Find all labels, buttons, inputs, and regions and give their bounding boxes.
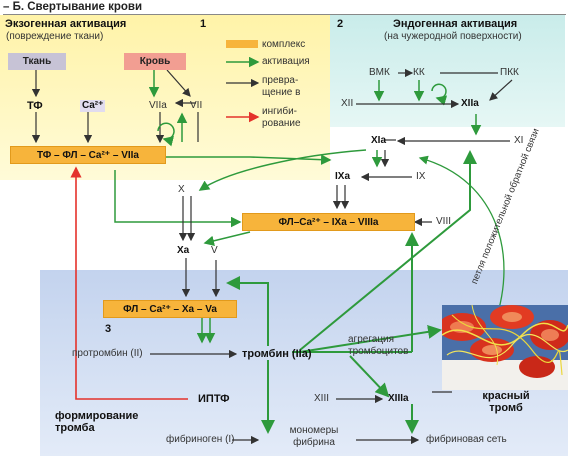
intrinsic-panel: [330, 15, 565, 127]
bmk-label: ВМК: [369, 67, 390, 78]
platelet-aggregation-label: агрегация тромбоцитов: [348, 334, 409, 357]
legend-activation: активация: [262, 56, 310, 67]
xiiia-label: XIIIa: [388, 393, 409, 404]
thrombus-photo: [442, 305, 568, 390]
intrinsic-title: Эндогенная активация: [393, 18, 518, 30]
legend-complex-swatch: [226, 40, 258, 48]
xia-label: XIa: [371, 135, 387, 146]
ix-label: IX: [416, 171, 426, 182]
legend-conversion: превра- щение в: [262, 75, 301, 98]
tf-complex: ТФ – ФЛ – Ca²⁺ – VIIa: [10, 146, 166, 164]
kk-label: КК: [413, 67, 425, 78]
thrombin-label: тромбин (IIa): [242, 348, 312, 360]
prothrombin-label: протромбин (II): [72, 348, 143, 359]
intrinsic-subtitle: (на чужеродной поверхности): [384, 31, 522, 42]
extrinsic-title: Экзогенная активация: [5, 18, 127, 30]
xii-label: XII: [341, 98, 354, 109]
legend-inhibition: ингиби- рование: [262, 106, 301, 129]
thrombus-image: [442, 305, 568, 390]
tenase-complex: ФЛ–Ca²⁺ – IXa – VIIIa: [242, 213, 415, 231]
viia-label: VIIa: [149, 100, 167, 111]
thrombus-formation-label: формирование тромба: [55, 410, 139, 434]
pkk-label: ПКК: [500, 67, 519, 78]
ixa-label: IXa: [335, 171, 351, 182]
xi-label: XI: [514, 135, 524, 146]
prothrombinase-complex: ФЛ – Ca²⁺ – Xa – Va: [103, 300, 237, 318]
extrinsic-subtitle: (повреждение ткани): [6, 31, 104, 42]
tissue-box: Ткань: [8, 53, 66, 70]
fibrin-monomers-label: мономеры фибрина: [289, 425, 339, 448]
fibrinogen-label: фибриноген (I): [166, 434, 235, 445]
tf-label: ТФ: [27, 100, 43, 112]
header-rule: [3, 14, 566, 15]
xa-label: Xa: [177, 245, 190, 256]
x-label: X: [178, 184, 185, 195]
section-title: – Б. Свертывание крови: [3, 1, 143, 13]
blood-box: Кровь: [124, 53, 186, 70]
v-label: V: [211, 245, 218, 256]
xiii-label: XIII: [314, 393, 330, 404]
legend-complex: комплекс: [262, 39, 306, 50]
common-number: 3: [105, 323, 112, 335]
section-header: – Б. Свертывание крови: [0, 0, 570, 15]
red-thrombus-label: красный тромб: [482, 390, 530, 414]
intrinsic-number: 2: [337, 18, 344, 30]
vii-label: VII: [190, 100, 203, 111]
fibrin-net-label: фибриновая сеть: [426, 434, 507, 445]
calcium-label: Ca²⁺: [80, 100, 106, 112]
extrinsic-number: 1: [200, 18, 207, 30]
xiia-label: XIIa: [461, 98, 479, 109]
iptf-label: ИПТФ: [198, 393, 230, 405]
viii-label: VIII: [436, 216, 452, 227]
